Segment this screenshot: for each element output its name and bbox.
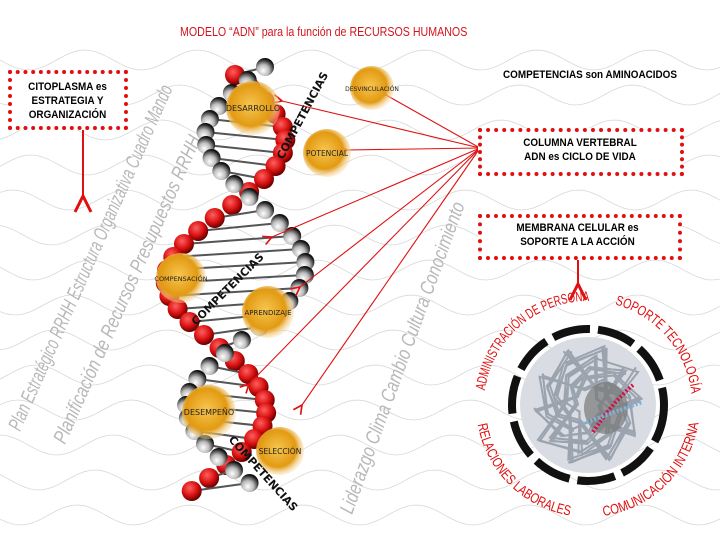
arrow xyxy=(272,147,481,237)
wave-line xyxy=(0,259,720,281)
gold-sphere xyxy=(350,66,394,110)
wave-line xyxy=(0,329,720,351)
sphere-3: COMPENSACIÓN xyxy=(154,253,208,303)
black-nucleotide xyxy=(188,370,207,388)
sphere-5: DESEMPEÑO xyxy=(182,385,236,439)
black-nucleotide xyxy=(296,253,315,271)
black-nucleotide xyxy=(240,188,259,206)
sphere-label: APRENDIZAJE xyxy=(244,309,291,317)
wave-line xyxy=(0,49,720,71)
aminoacidos-text: COMPETENCIAS son AMINOACIDOS xyxy=(502,69,677,81)
black-nucleotide xyxy=(212,162,231,180)
black-nucleotide xyxy=(209,448,228,466)
gold-sphere xyxy=(226,81,280,135)
page-title: MODELO “ADN” para la función de RECURSOS… xyxy=(180,24,468,39)
black-nucleotide xyxy=(270,214,289,232)
black-nucleotide xyxy=(200,357,219,375)
membrana-box xyxy=(478,214,682,260)
arrow xyxy=(347,148,481,150)
black-nucleotide xyxy=(256,58,274,76)
wave-line xyxy=(0,119,720,141)
black-nucleotide xyxy=(232,331,251,349)
base-pair xyxy=(206,144,283,154)
wave-line xyxy=(0,189,720,211)
gold-sphere xyxy=(242,286,294,338)
columna-text: COLUMNA VERTEBRAL ADN es CICLO DE VIDA xyxy=(523,137,637,163)
black-nucleotide xyxy=(202,149,221,167)
red-nucleotide xyxy=(181,481,202,501)
sphere-label: DESVINCULACIÓN xyxy=(345,86,399,93)
arrow xyxy=(249,147,481,384)
red-nucleotide xyxy=(167,299,188,319)
black-nucleotide xyxy=(240,474,259,492)
spheres: DESVINCULACIÓN DESARROLLO POTENCIAL COMPENS… xyxy=(154,66,399,475)
sphere-label: DESEMPEÑO xyxy=(184,407,234,417)
black-nucleotide xyxy=(215,344,234,362)
black-nucleotide xyxy=(196,435,215,453)
arrows xyxy=(249,95,481,405)
red-nucleotide xyxy=(231,442,252,462)
background-waves xyxy=(0,49,720,526)
black-nucleotide xyxy=(256,201,275,219)
wave-line xyxy=(0,469,720,491)
watermark-col3: Liderazgo Clima Cambio Cultura Conocimie… xyxy=(336,199,470,517)
cell-strand xyxy=(552,344,623,464)
red-nucleotide xyxy=(179,312,200,332)
sphere-2: POTENCIAL xyxy=(303,129,351,177)
sphere-label: DESARROLLO xyxy=(226,104,280,113)
arrow xyxy=(282,101,481,149)
wave-line xyxy=(0,504,720,526)
sphere-label: POTENCIAL xyxy=(306,149,349,158)
sphere-6: SELECCIÓN xyxy=(256,427,304,475)
red-nucleotide xyxy=(188,221,209,241)
black-nucleotide xyxy=(196,123,215,141)
arrow xyxy=(300,147,481,287)
black-nucleotide xyxy=(225,175,244,193)
cell-label-top: ADMINISTRACIÓN DE PERSONAL xyxy=(0,0,590,391)
gold-sphere xyxy=(256,427,304,475)
red-nucleotide xyxy=(199,468,220,488)
gold-sphere xyxy=(303,129,351,177)
red-nucleotide xyxy=(222,195,243,215)
arrow xyxy=(302,147,481,405)
citoplasma-box xyxy=(8,70,128,130)
gold-sphere xyxy=(182,385,236,439)
base-pair xyxy=(205,131,286,141)
sphere-4: APRENDIZAJE xyxy=(242,286,294,338)
base-pair xyxy=(198,222,280,232)
base-pair xyxy=(173,248,302,258)
base-pair xyxy=(183,235,293,245)
black-nucleotide xyxy=(224,461,243,479)
columna-box xyxy=(478,128,684,176)
red-nucleotide xyxy=(265,156,286,176)
black-nucleotide xyxy=(209,97,228,115)
citoplasma-text: CITOPLASMA es ESTRATEGIA Y ORGANIZACIÓN xyxy=(28,81,107,121)
red-nucleotide xyxy=(193,325,214,345)
base-pair xyxy=(211,157,276,167)
membrana-text: MEMBRANA CELULAR es SOPORTE A LA ACCIÓN xyxy=(516,222,639,248)
black-nucleotide xyxy=(283,227,302,245)
sphere-label: COMPENSACIÓN xyxy=(154,274,207,283)
wave-line xyxy=(0,294,720,316)
gold-sphere xyxy=(156,253,206,303)
red-nucleotide xyxy=(253,169,274,189)
sphere-0: DESVINCULACIÓN xyxy=(345,66,399,110)
arrow xyxy=(386,95,481,149)
sphere-label: SELECCIÓN xyxy=(259,447,302,456)
svg-text:ADMINISTRACIÓN DE PERSONAL: ADMINISTRACIÓN DE PERSONAL xyxy=(0,0,590,391)
red-nucleotide xyxy=(204,208,225,228)
sphere-1: DESARROLLO xyxy=(226,81,280,135)
